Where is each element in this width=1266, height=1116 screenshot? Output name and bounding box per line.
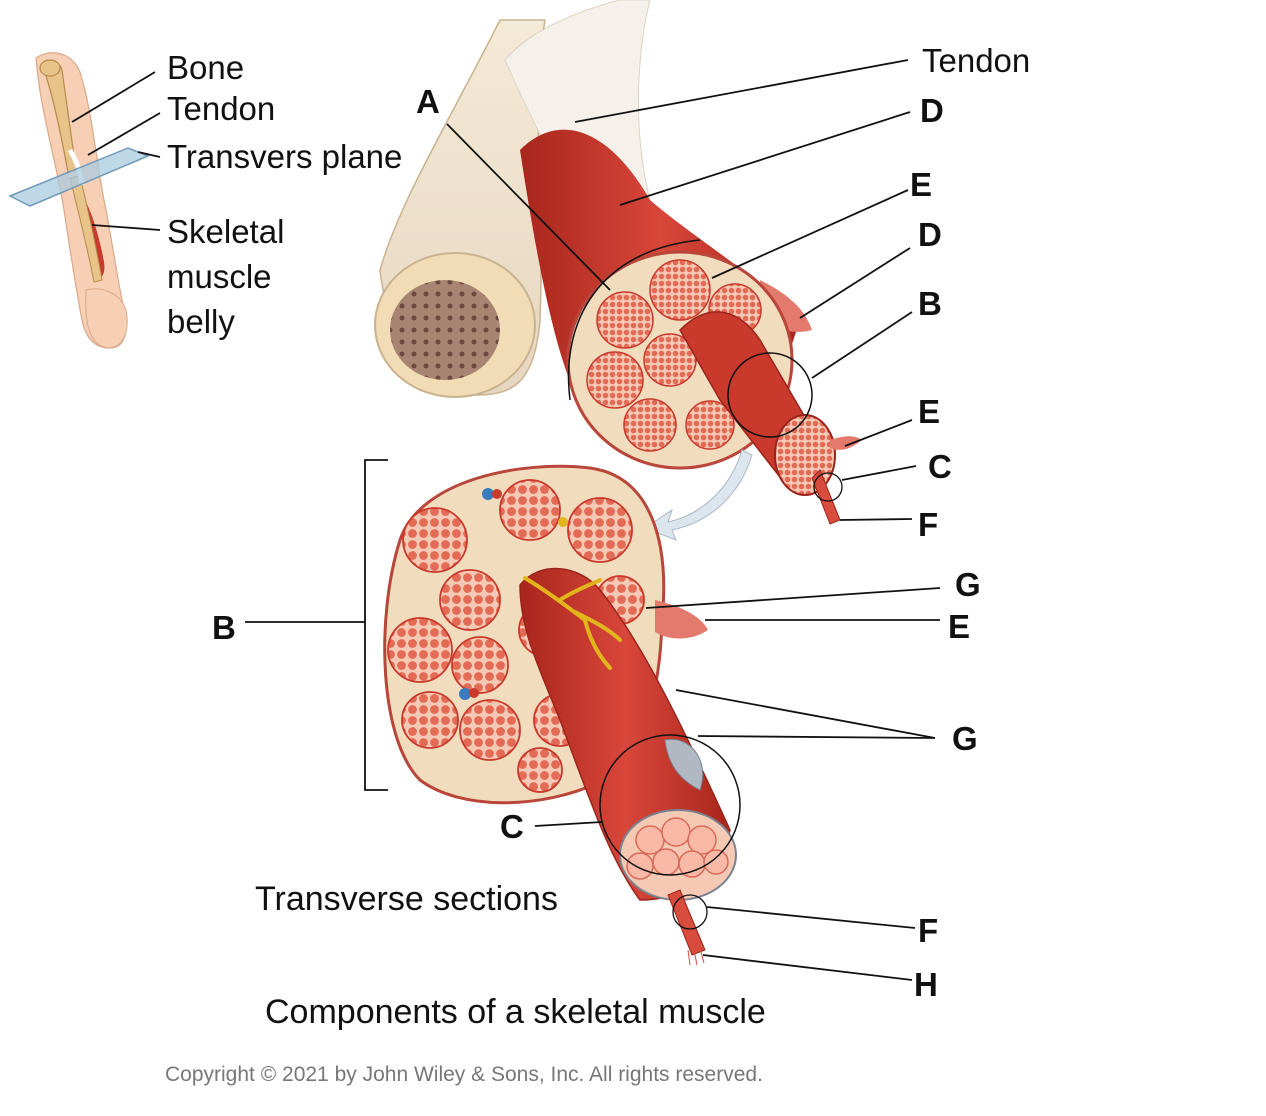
arm-inset: [8, 52, 150, 349]
label-h: H: [914, 966, 938, 1003]
epimysium-arc: [567, 239, 701, 401]
forearm-bone: [69, 175, 103, 283]
hand: [85, 288, 128, 349]
fascicle-highlight-circle: [727, 352, 813, 438]
fascicle-cross-section: [774, 414, 836, 496]
nerve-branches: [523, 576, 622, 670]
label-a: A: [416, 83, 440, 120]
lower-leaders: [534, 587, 941, 981]
blood-vessels: [459, 488, 568, 700]
muscle-fiber-upper: [811, 469, 841, 525]
myofibrils: [626, 817, 729, 880]
upper-leaders: [446, 59, 917, 521]
myofibril-strand: [667, 889, 706, 956]
inset-label-tendon: Tendon: [167, 90, 276, 127]
label-c-2: C: [500, 808, 524, 845]
inset-label-belly-line3: belly: [167, 303, 235, 340]
label-d-1: D: [920, 92, 944, 129]
label-e-3: E: [948, 608, 971, 645]
label-g-2: G: [952, 720, 978, 757]
label-f-2: F: [918, 912, 939, 949]
upper-muscle-figure: [374, 0, 862, 525]
inset-leaders: [71, 71, 161, 231]
section-bracket: [245, 459, 388, 791]
muscle-fiber-highlight-circle: [599, 734, 741, 876]
label-f-1: F: [918, 506, 939, 543]
fiber-highlight-circle: [813, 472, 843, 502]
transverse-plane-sheet: [8, 147, 150, 207]
perimysium-flap-lower: [655, 600, 708, 639]
humerus-head: [39, 59, 61, 77]
inset-label-belly-line1: Skeletal: [167, 213, 285, 250]
label-g-1: G: [955, 566, 981, 603]
caption-transverse-sections: Transverse sections: [255, 880, 558, 918]
inset-label-bone: Bone: [167, 49, 245, 86]
lower-muscle-figure: [383, 464, 741, 966]
bone-marrow: [390, 280, 500, 380]
label-b-2: B: [212, 609, 236, 646]
perimysium-flap-upper: [830, 436, 862, 450]
myofibril-highlight-circle: [672, 894, 708, 930]
label-c-1: C: [928, 448, 952, 485]
label-d-2: D: [918, 216, 942, 253]
copyright-notice: Copyright © 2021 by John Wiley & Sons, I…: [165, 1063, 763, 1086]
label-e-2: E: [918, 393, 941, 430]
inset-label-belly-line2: muscle: [167, 258, 272, 295]
label-b-1: B: [918, 285, 942, 322]
filaments: [687, 947, 705, 966]
label-e-1: E: [910, 166, 933, 203]
sarcolemma: [664, 738, 704, 791]
inset-label-plane: Transvers plane: [167, 138, 403, 175]
label-tendon: Tendon: [922, 42, 1031, 79]
caption-title: Components of a skeletal muscle: [265, 993, 766, 1031]
